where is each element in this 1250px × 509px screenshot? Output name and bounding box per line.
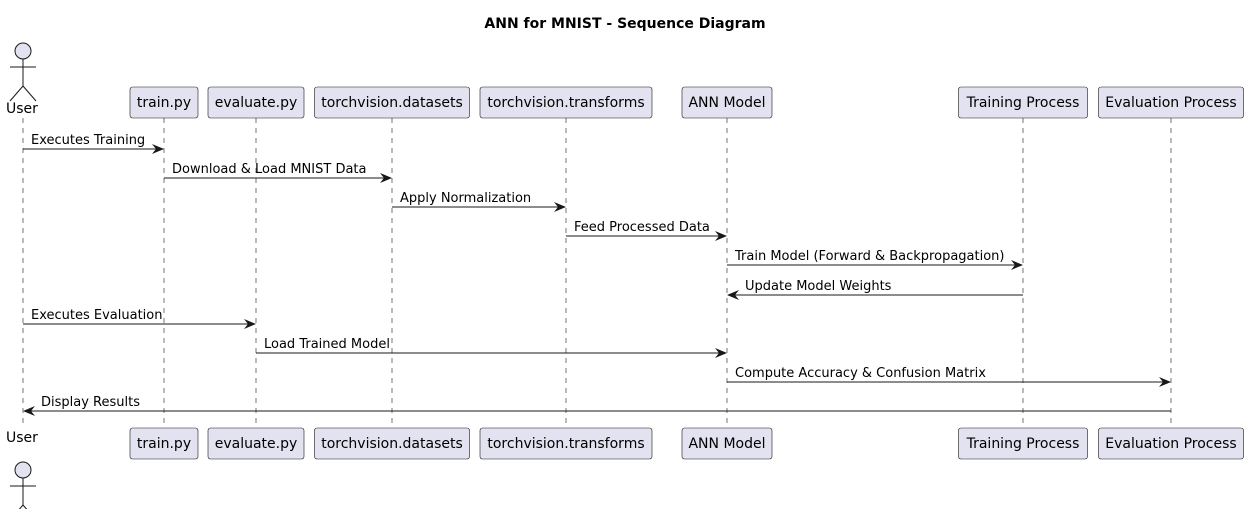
- actor-icon: [10, 461, 36, 509]
- participant-box-transforms-top: torchvision.transforms: [479, 86, 653, 119]
- message-label: Executes Training: [31, 133, 145, 148]
- message-3: Apply Normalization: [392, 191, 566, 212]
- participant-box-transforms-bottom: torchvision.transforms: [479, 427, 653, 460]
- participant-label: torchvision.datasets: [321, 95, 463, 111]
- participant-box-evaluate-top: evaluate.py: [207, 86, 305, 119]
- lifelines: [22, 118, 1172, 428]
- message-label: Executes Evaluation: [31, 308, 163, 323]
- participant-box-training-bottom: Training Process: [958, 427, 1088, 460]
- diagram-title: ANN for MNIST - Sequence Diagram: [484, 16, 765, 32]
- participant-label: ANN Model: [688, 95, 765, 111]
- actor-icon: [9, 42, 37, 102]
- message-7: Executes Evaluation: [23, 308, 256, 329]
- participant-box-ann-top: ANN Model: [681, 86, 773, 119]
- message-2: Download & Load MNIST Data: [164, 162, 392, 183]
- participant-label: Training Process: [966, 436, 1080, 452]
- participant-label: torchvision.datasets: [321, 436, 463, 452]
- participant-label: Training Process: [966, 95, 1080, 111]
- participant-box-evaluation-bottom: Evaluation Process: [1098, 427, 1244, 460]
- participant-box-datasets-top: torchvision.datasets: [314, 86, 470, 119]
- participant-label: train.py: [137, 436, 191, 452]
- participant-label: evaluate.py: [215, 95, 298, 111]
- participant-label: Evaluation Process: [1105, 95, 1236, 111]
- message-label: Compute Accuracy & Confusion Matrix: [735, 366, 986, 381]
- message-label: Feed Processed Data: [574, 220, 710, 235]
- message-8: Load Trained Model: [256, 337, 727, 358]
- participant-box-ann-bottom: ANN Model: [681, 427, 773, 460]
- participant-box-evaluate-bottom: evaluate.py: [207, 427, 305, 460]
- message-label: Apply Normalization: [400, 191, 531, 206]
- message-label: Load Trained Model: [264, 337, 390, 352]
- participants: UserUsertrain.pytrain.pyevaluate.pyevalu…: [6, 42, 1244, 509]
- message-4: Feed Processed Data: [566, 220, 727, 241]
- participant-box-evaluation-top: Evaluation Process: [1098, 86, 1244, 119]
- participant-label: Evaluation Process: [1105, 436, 1236, 452]
- participant-label-bottom: User: [6, 430, 38, 446]
- message-6: Update Model Weights: [727, 279, 1023, 300]
- message-label: Update Model Weights: [745, 279, 892, 294]
- message-1: Executes Training: [23, 133, 164, 154]
- participant-label-top: User: [6, 101, 38, 117]
- message-5: Train Model (Forward & Backpropagation): [727, 249, 1023, 270]
- participant-label: train.py: [137, 95, 191, 111]
- message-label: Display Results: [41, 395, 140, 410]
- participant-label: evaluate.py: [215, 436, 298, 452]
- participant-box-train-top: train.py: [129, 86, 199, 119]
- participant-label: torchvision.transforms: [487, 95, 644, 111]
- participant-box-train-bottom: train.py: [129, 427, 199, 460]
- message-10: Display Results: [23, 395, 1171, 416]
- participant-box-datasets-bottom: torchvision.datasets: [314, 427, 470, 460]
- message-label: Train Model (Forward & Backpropagation): [734, 249, 1004, 264]
- participant-label: torchvision.transforms: [487, 436, 644, 452]
- participant-label: ANN Model: [688, 436, 765, 452]
- participant-box-training-top: Training Process: [958, 86, 1088, 119]
- message-9: Compute Accuracy & Confusion Matrix: [727, 366, 1171, 387]
- message-label: Download & Load MNIST Data: [172, 162, 366, 177]
